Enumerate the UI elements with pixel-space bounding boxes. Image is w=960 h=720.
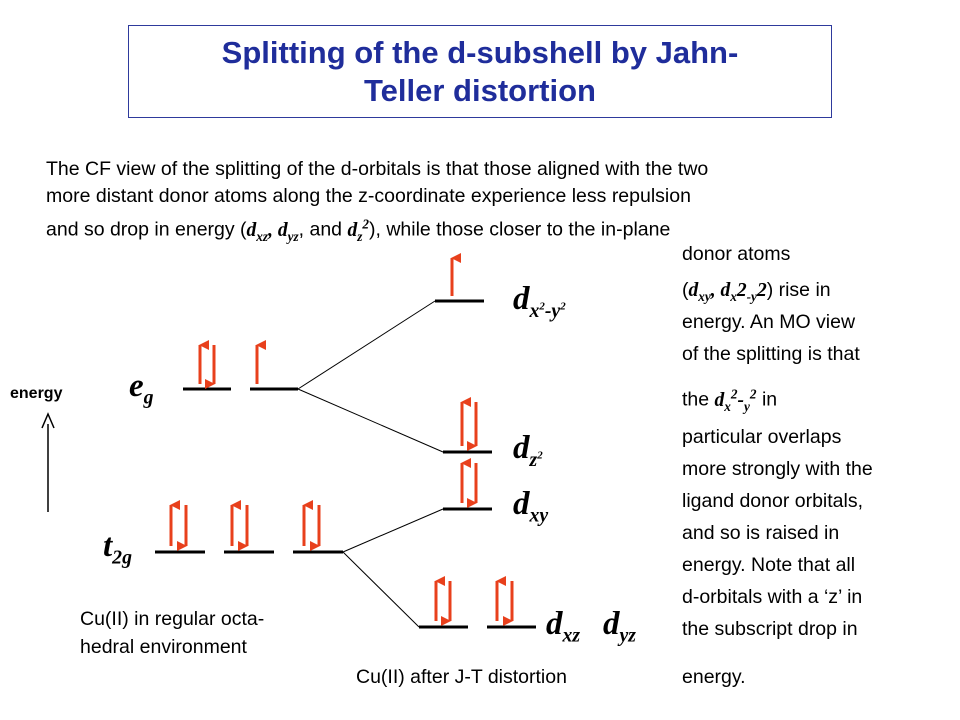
sym-dx2y2: dx2-y2 <box>714 386 757 414</box>
sym-dxz: dxz, dyz <box>246 219 299 244</box>
correlation-line-t2g-dxy <box>342 508 444 553</box>
correlation-line-eg-dx2y2 <box>297 300 436 390</box>
side-line-donor: donor atoms <box>682 243 791 265</box>
energy-axis-label: energy <box>10 385 63 402</box>
energy-axis-arrow <box>41 412 55 512</box>
side-line-1: particular overlaps <box>682 426 842 448</box>
label-dxz: dxz <box>546 606 581 647</box>
side-line-7: the subscript drop in <box>682 618 858 640</box>
label-dx2y2: dx2-y2 <box>513 281 566 322</box>
caption-distorted: Cu(II) after J-T distortion <box>356 666 567 688</box>
intro-line-3: and so drop in energy (dxz, dyz, and dz2… <box>46 216 671 244</box>
sym-dz2: dz2 <box>347 216 369 244</box>
caption-regular-line-2: hedral environment <box>80 636 247 658</box>
label-eg: eg <box>129 368 154 409</box>
label-dxy: dxy <box>513 486 549 527</box>
side-line-mo2: of the splitting is that <box>682 343 860 365</box>
intro-line-1: The CF view of the splitting of the d-or… <box>46 158 709 180</box>
title-box: Splitting of the d-subshell by Jahn- Tel… <box>128 25 832 118</box>
side-line-mo1: energy. An MO view <box>682 311 856 333</box>
caption-regular-line-1: Cu(II) in regular octa- <box>80 608 265 630</box>
label-dz2: dz2 <box>513 430 543 471</box>
side-line-the: the dx2-y2 in <box>682 386 778 414</box>
intro-text: The CF view of the splitting of the d-or… <box>46 156 956 249</box>
side-line-3: ligand donor orbitals, <box>682 490 864 512</box>
side-line-5: energy. Note that all <box>682 554 856 576</box>
sym-dxy-dx2y2: dxy, dx2-y2 <box>688 280 767 304</box>
side-line-4: and so is raised in <box>682 522 840 544</box>
label-t2g: t2g <box>103 528 132 569</box>
side-line-2: more strongly with the <box>682 458 873 480</box>
intro-line-2: more distant donor atoms along the z-coo… <box>46 185 691 207</box>
side-line-6: d-orbitals with a ‘z’ in <box>682 586 863 608</box>
correlation-line-eg-dz2 <box>297 388 444 453</box>
correlation-line-t2g-dxz <box>342 551 420 628</box>
title-line-2: Teller distortion <box>364 73 596 108</box>
side-line-8: energy. <box>682 666 746 688</box>
title-line-1: Splitting of the d-subshell by Jahn- <box>221 35 739 70</box>
side-line-rise: (dxy, dx2-y2) rise in <box>682 279 831 304</box>
label-dyz: dyz <box>603 606 636 647</box>
